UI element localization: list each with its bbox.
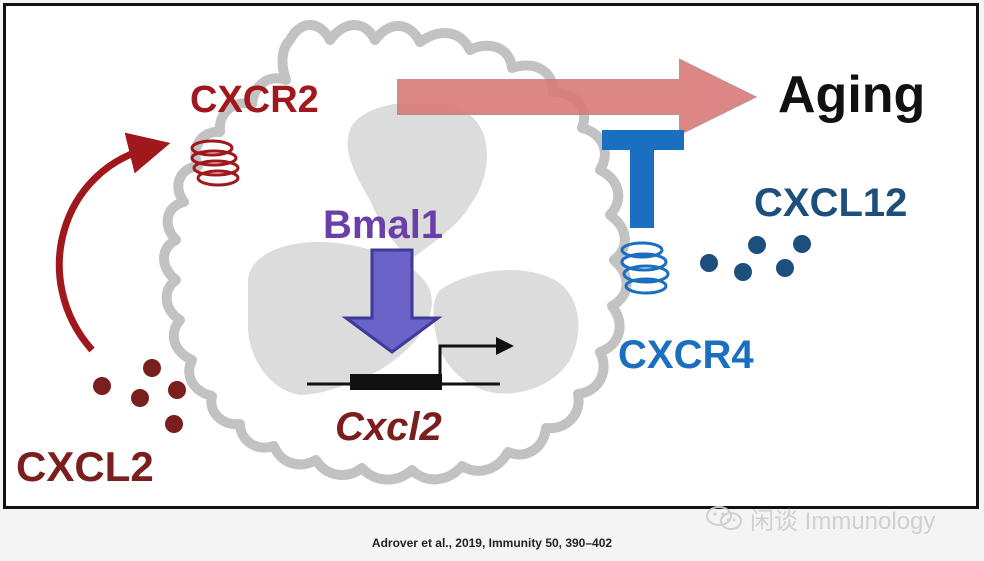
cxcl2-dot [165, 415, 183, 433]
bmal1-arrow [341, 248, 443, 354]
cxcl2-gene-label: Cxcl2 [335, 405, 442, 449]
cxcl2-dot [93, 377, 111, 395]
watermark-text: 闲谈 Immunology [750, 507, 936, 535]
cxcr4-label: CXCR4 [618, 333, 754, 377]
cxcl2-gene-schematic [307, 337, 514, 390]
citation: Adrover et al., 2019, Immunity 50, 390–4… [371, 536, 613, 550]
nucleus-lobe-top [347, 101, 487, 260]
wechat-icon [706, 506, 742, 530]
cxcl12-dot [734, 263, 752, 281]
cxcr4-receptor [620, 241, 670, 295]
cxcl2-dot [143, 359, 161, 377]
cxcl12-dot [776, 259, 794, 277]
cxcl2-label: CXCL2 [16, 443, 154, 490]
cxcl12-dot [793, 235, 811, 253]
cxcl2-dots [93, 359, 186, 433]
aging-arrow [397, 58, 758, 136]
cxcl12-dots [700, 235, 811, 281]
cell-membrane [159, 20, 632, 485]
cxcl12-dot [748, 236, 766, 254]
nucleus-lobe-right [433, 269, 579, 394]
aging-label: Aging [778, 66, 925, 124]
nucleus [248, 101, 579, 395]
cxcl12-label: CXCL12 [754, 181, 907, 225]
cxcl2-dot [168, 381, 186, 399]
watermark: 闲谈 Immunology [704, 503, 936, 535]
cxcl2-dot [131, 389, 149, 407]
cxcr2-label: CXCR2 [190, 79, 319, 121]
inhibition-bar [602, 130, 684, 228]
cxcr2-receptor [190, 139, 240, 187]
cxcl12-dot [700, 254, 718, 272]
bmal1-label: Bmal1 [323, 203, 443, 247]
cxcl2-binding-arrow [55, 132, 171, 353]
